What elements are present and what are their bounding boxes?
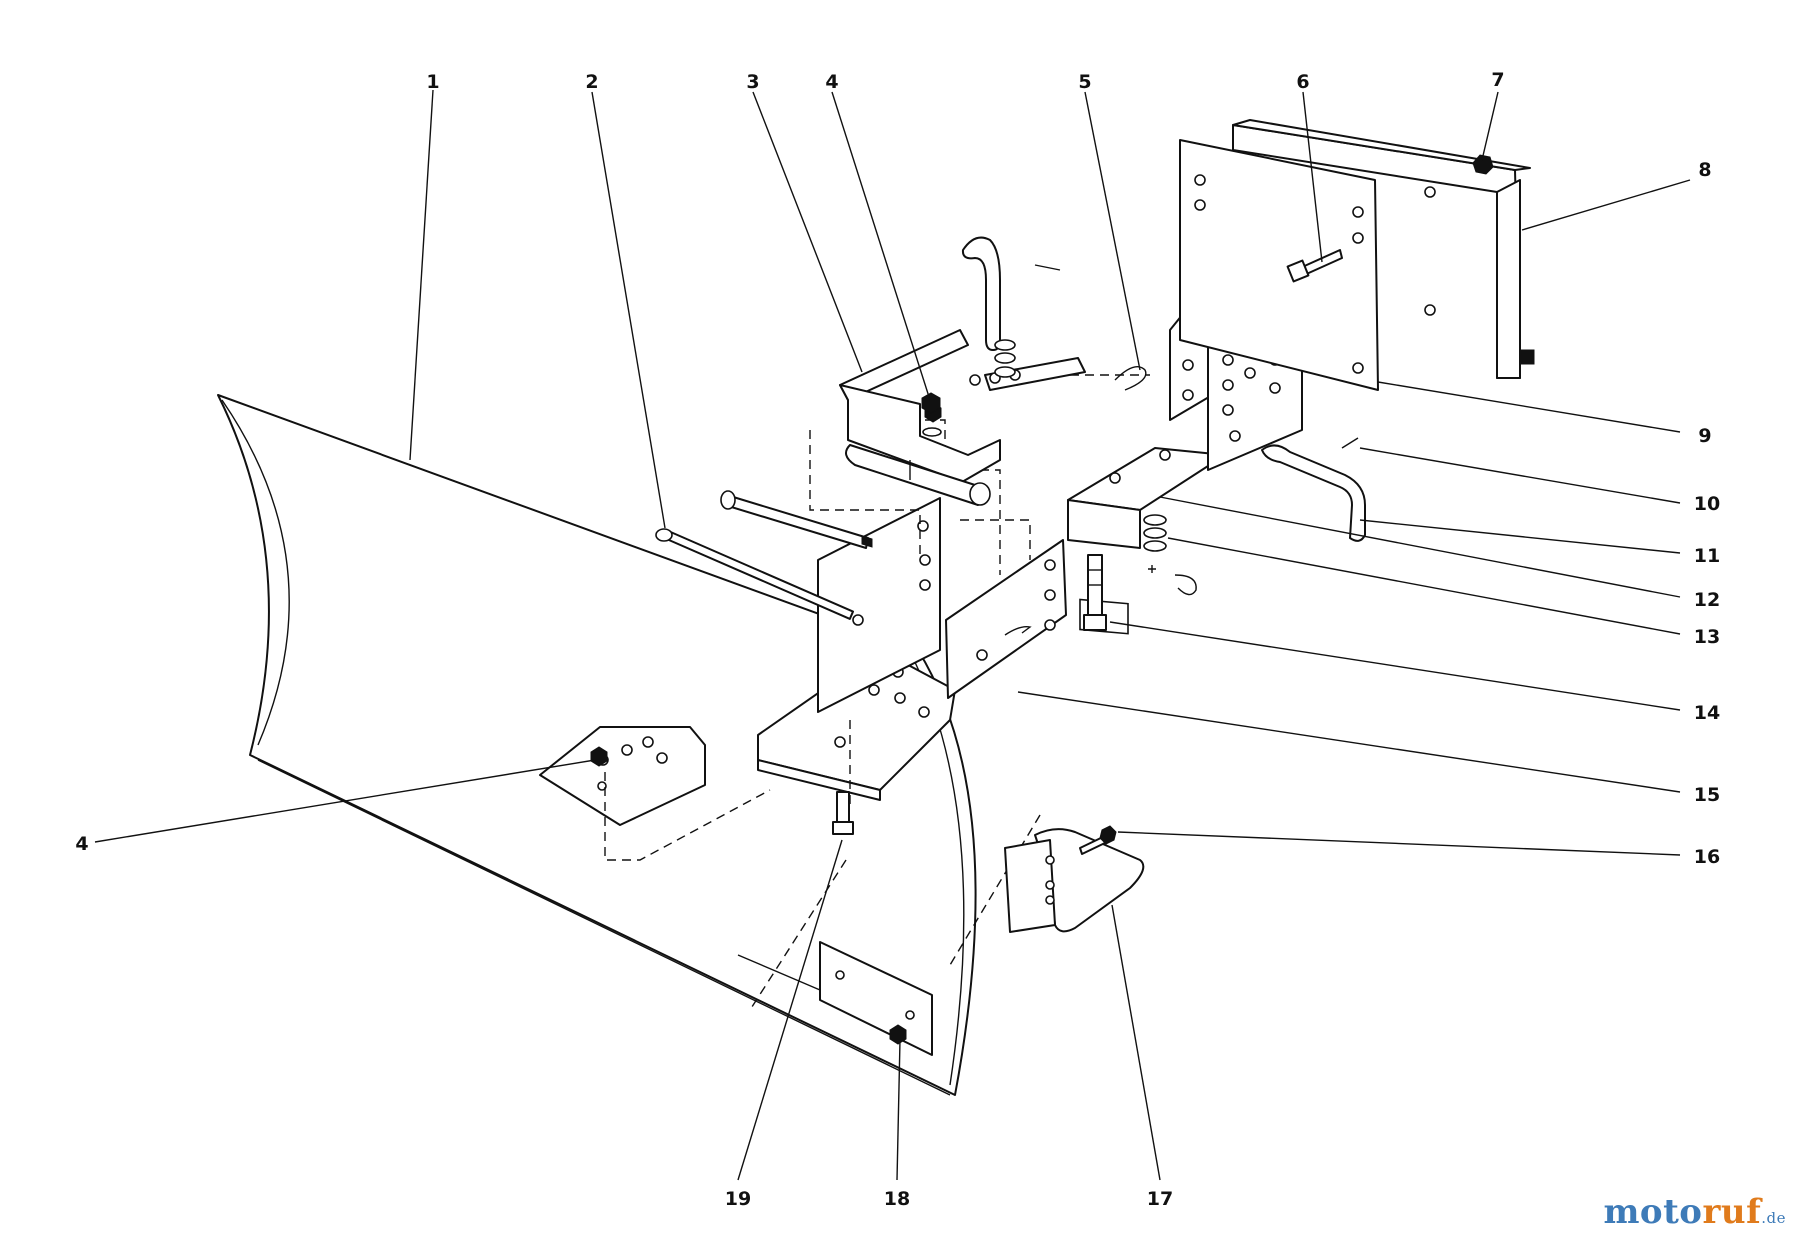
callout-14: 14	[1694, 702, 1720, 724]
watermark-part-3: .de	[1761, 1209, 1786, 1227]
callout-19: 19	[725, 1188, 751, 1210]
bolt-19	[832, 791, 854, 835]
callout-9: 9	[1698, 425, 1711, 447]
watermark-part-2: ruf	[1702, 1192, 1762, 1232]
upper-hitch-pin	[961, 236, 1061, 378]
callout-4-left: 4	[75, 833, 88, 855]
callout-6: 6	[1296, 71, 1309, 93]
watermark-part-1: moto	[1603, 1192, 1703, 1232]
washers-and-clip	[1143, 514, 1197, 596]
callout-13: 13	[1694, 626, 1720, 648]
callout-10: 10	[1694, 493, 1720, 515]
callout-18: 18	[884, 1188, 910, 1210]
callout-1: 1	[426, 71, 439, 93]
callout-11: 11	[1694, 545, 1720, 567]
watermark-logo: motoruf.de	[1603, 1192, 1786, 1232]
vertical-pivot-plates	[817, 497, 1067, 713]
callout-2: 2	[585, 71, 598, 93]
callout-4-top: 4	[825, 71, 838, 93]
lower-hitch-pin	[1261, 437, 1366, 542]
callout-17: 17	[1147, 1188, 1173, 1210]
blade-mounting-plate	[539, 726, 706, 826]
callout-5: 5	[1078, 71, 1091, 93]
callout-labels: 1 2 3 4 5 6 7 8 9 10 11 12 13 14 15 16 1…	[75, 69, 1720, 1210]
skid-shoe	[1004, 825, 1145, 933]
blade-back-bracket	[737, 941, 933, 1056]
callout-7: 7	[1491, 69, 1504, 91]
pivot-pin	[655, 490, 873, 620]
bolt-14	[1083, 554, 1107, 631]
hinge-tube	[845, 444, 991, 506]
leader-lines	[94, 89, 1691, 1181]
clevis-nut	[921, 392, 941, 414]
callout-8: 8	[1698, 159, 1711, 181]
back-plate	[1179, 139, 1379, 391]
callout-16: 16	[1694, 846, 1720, 868]
hitch-clip	[1114, 366, 1147, 391]
callout-3: 3	[746, 71, 759, 93]
bolt-6	[1286, 249, 1343, 283]
clevis-bracket	[839, 329, 1086, 483]
callout-12: 12	[1694, 589, 1720, 611]
callout-15: 15	[1694, 784, 1720, 806]
